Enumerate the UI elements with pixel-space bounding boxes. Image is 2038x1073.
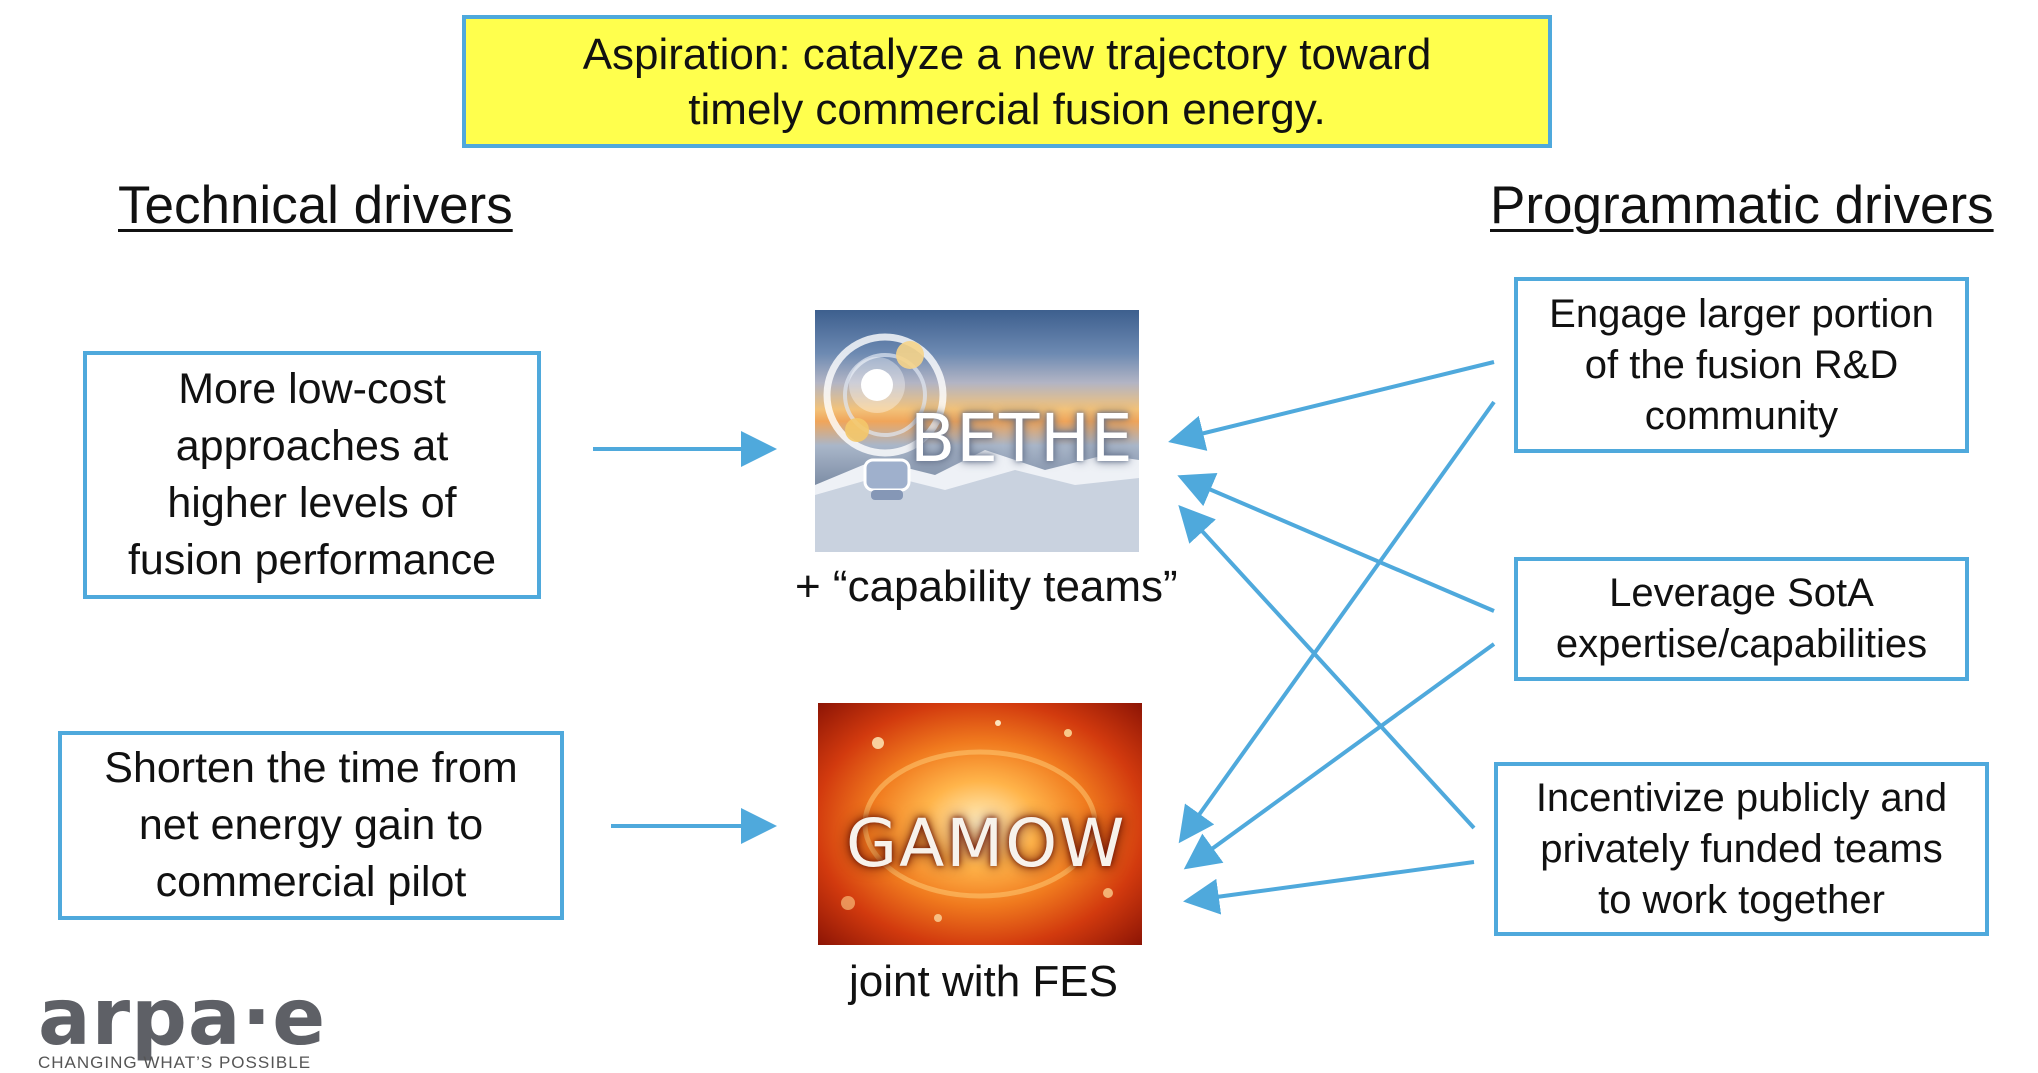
- programmatic-drivers-heading: Programmatic drivers: [1490, 176, 1994, 235]
- aspiration-text: Aspiration: catalyze a new trajectory to…: [582, 29, 1432, 134]
- gamow-program-image: GAMOW: [818, 703, 1142, 945]
- technical-driver-text: More low-cost approaches at higher level…: [127, 365, 497, 584]
- arrow-prog-1-to-gamow: [1178, 400, 1496, 844]
- technical-driver-box: More low-cost approaches at higher level…: [83, 351, 541, 599]
- lightbulb-icon: [815, 333, 1139, 552]
- gamow-caption: joint with FES: [849, 957, 1118, 1006]
- programmatic-driver-text: Engage larger portion of the fusion R&D …: [1549, 291, 1934, 438]
- arrow-prog-3-to-bethe: [1178, 505, 1476, 830]
- gamow-wordmark: GAMOW: [846, 805, 1127, 882]
- programmatic-driver-text: Leverage SotA expertise/capabilities: [1555, 571, 1928, 666]
- arrow-prog-2-to-gamow: [1183, 642, 1496, 870]
- logo-mark: arpa·e: [38, 973, 327, 1063]
- arrow-prog-3-to-gamow: [1183, 860, 1475, 915]
- bethe-program-image: BETHE: [815, 310, 1139, 552]
- programmatic-driver-text: Incentivize publicly and privately funde…: [1535, 775, 1948, 922]
- technical-drivers-heading: Technical drivers: [118, 176, 513, 235]
- technical-driver-text: Shorten the time from net energy gain to…: [104, 744, 518, 906]
- technical-driver-box: Shorten the time from net energy gain to…: [58, 731, 564, 920]
- aspiration-box: Aspiration: catalyze a new trajectory to…: [462, 15, 1552, 148]
- programmatic-driver-box: Incentivize publicly and privately funde…: [1494, 762, 1989, 936]
- bethe-caption: + “capability teams”: [795, 562, 1178, 611]
- logo-tagline: CHANGING WHAT’S POSSIBLE: [38, 1053, 312, 1072]
- bethe-wordmark: BETHE: [910, 400, 1134, 477]
- fire-texture-icon: [841, 720, 1113, 922]
- programmatic-driver-box: Engage larger portion of the fusion R&D …: [1514, 277, 1969, 453]
- programmatic-driver-box: Leverage SotA expertise/capabilities: [1514, 557, 1969, 681]
- arrow-prog-2-to-bethe: [1177, 473, 1495, 613]
- arpa-e-logo: arpa·e CHANGING WHAT’S POSSIBLE: [38, 973, 368, 1073]
- arrow-prog-1-to-bethe: [1168, 360, 1495, 451]
